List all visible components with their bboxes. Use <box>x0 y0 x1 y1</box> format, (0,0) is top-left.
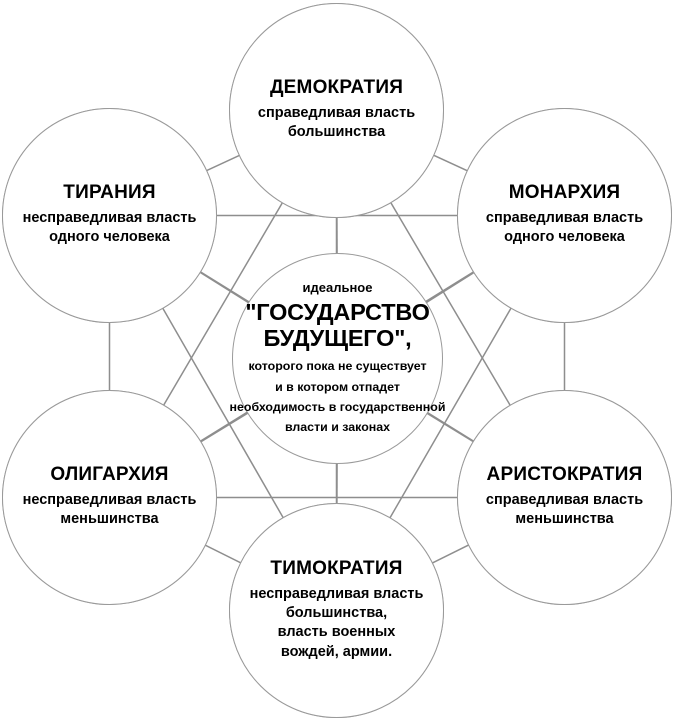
desc-line: меньшинства <box>515 511 614 528</box>
center-title-line: "ГОСУДАРСТВО <box>245 298 430 325</box>
desc-line: вождей, армии. <box>280 643 393 660</box>
desc-line: одного человека <box>504 229 625 246</box>
desc-line: меньшинства <box>60 511 159 528</box>
node-monarchy-title: МОНАРХИЯ <box>508 182 621 204</box>
node-oligarchy-description: несправедливая власть меньшинства <box>15 491 205 529</box>
desc-line: несправедливая власть <box>22 210 197 227</box>
desc-line: власть военных <box>277 624 396 641</box>
node-timocracy[interactable]: ТИМОКРАТИЯ несправедливая власть большин… <box>229 503 444 718</box>
desc-line: большинства <box>287 124 386 141</box>
node-oligarchy[interactable]: ОЛИГАРХИЯ несправедливая власть меньшинс… <box>2 390 217 605</box>
desc-line: справедливая власть <box>485 210 644 227</box>
desc-line: справедливая власть <box>485 492 644 509</box>
center-pre-label: идеальное <box>302 280 373 296</box>
node-aristocracy-title: АРИСТОКРАТИЯ <box>486 464 643 486</box>
node-tyranny-title: ТИРАНИЯ <box>63 182 156 204</box>
node-timocracy-title: ТИМОКРАТИЯ <box>270 558 403 580</box>
node-ideal-state[interactable]: идеальное "ГОСУДАРСТВО БУДУЩЕГО", которо… <box>230 253 446 464</box>
center-title: "ГОСУДАРСТВО БУДУЩЕГО", <box>245 298 430 352</box>
node-democracy[interactable]: ДЕМОКРАТИЯ справедливая власть большинст… <box>229 3 444 218</box>
desc-line: несправедливая власть <box>22 492 197 509</box>
desc-line: одного человека <box>49 229 170 246</box>
center-body-line: которого пока не существует <box>248 359 427 374</box>
center-body-line: необходимость в государственной <box>229 399 446 414</box>
center-body-line: власти и законах <box>284 419 391 434</box>
node-tyranny-description: несправедливая власть одного человека <box>15 209 205 247</box>
node-democracy-description: справедливая власть большинства <box>250 104 423 142</box>
node-timocracy-description: несправедливая власть большинства, власт… <box>242 585 432 662</box>
desc-line: несправедливая власть <box>249 586 424 603</box>
node-monarchy[interactable]: МОНАРХИЯ справедливая власть одного чело… <box>457 108 672 323</box>
center-body-line: и в котором отпадет <box>275 379 400 394</box>
node-aristocracy[interactable]: АРИСТОКРАТИЯ справедливая власть меньшин… <box>457 390 672 605</box>
node-monarchy-description: справедливая власть одного человека <box>478 209 651 247</box>
desc-line: справедливая власть <box>257 105 416 122</box>
desc-line: большинства, <box>285 605 388 622</box>
center-body-text: которого пока не существует и в котором … <box>230 356 446 436</box>
node-tyranny[interactable]: ТИРАНИЯ несправедливая власть одного чел… <box>2 108 217 323</box>
center-title-line: БУДУЩЕГО", <box>263 325 412 352</box>
node-aristocracy-description: справедливая власть меньшинства <box>478 491 651 529</box>
node-oligarchy-title: ОЛИГАРХИЯ <box>50 464 169 486</box>
node-democracy-title: ДЕМОКРАТИЯ <box>269 77 404 99</box>
